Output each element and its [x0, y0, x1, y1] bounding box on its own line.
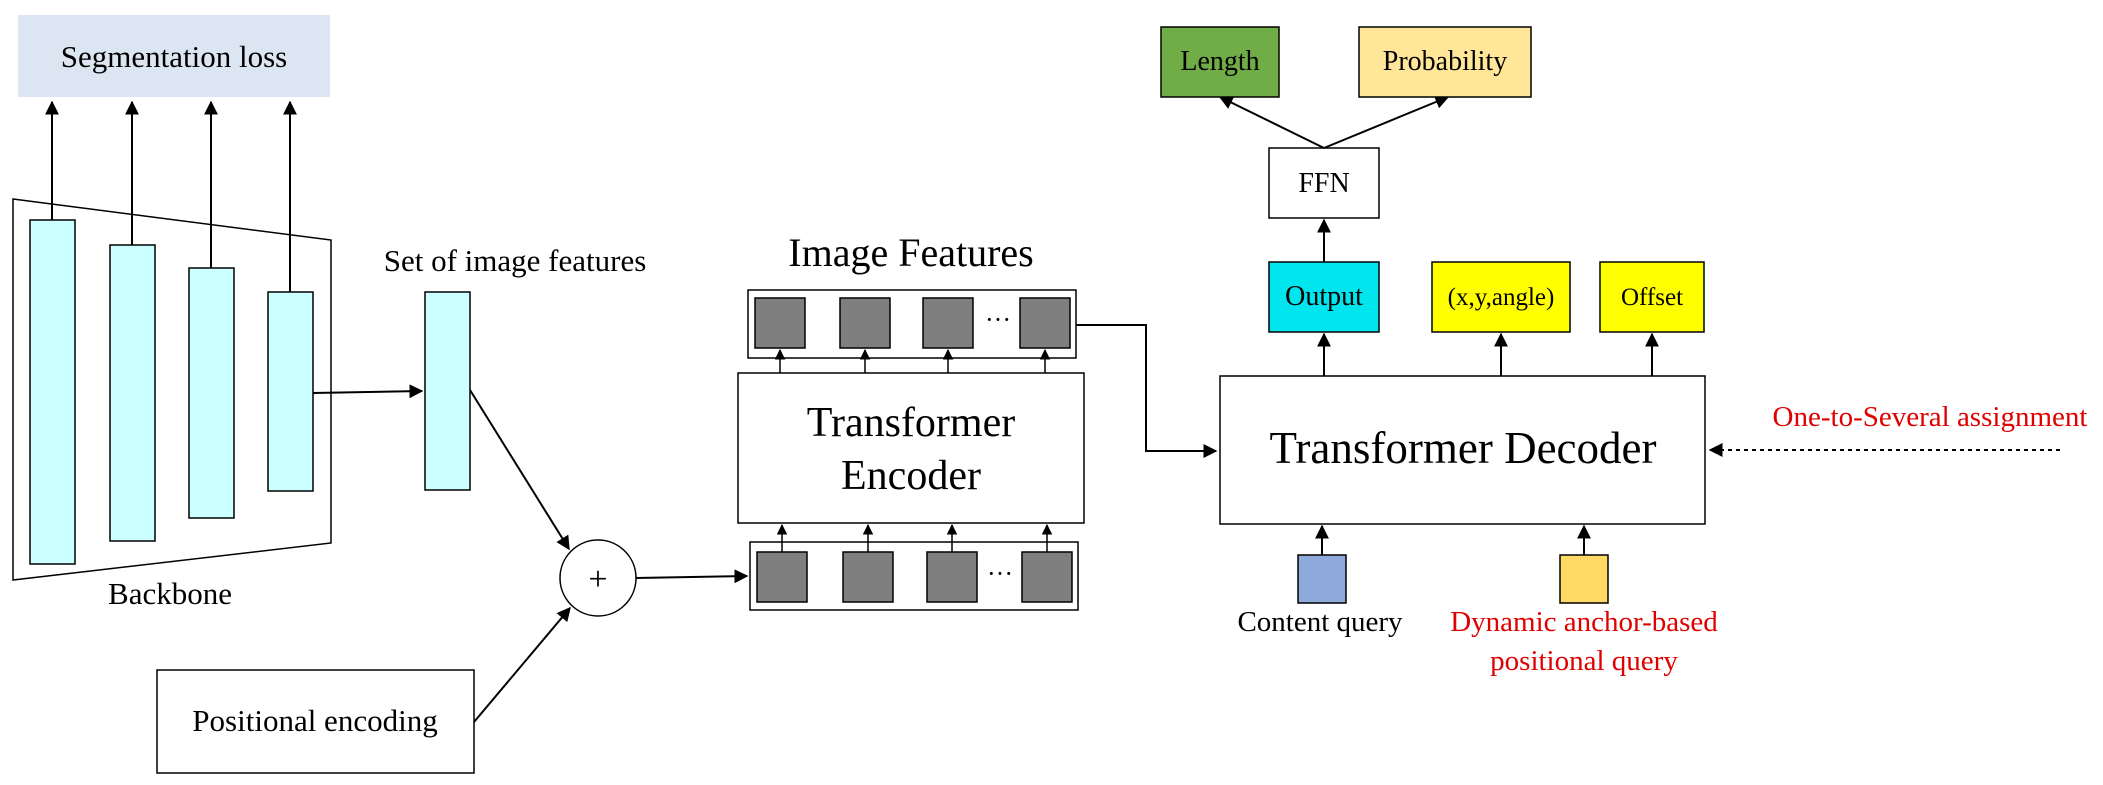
xy-angle-box: [1431, 261, 1571, 333]
positional-encoding-box: [156, 669, 475, 774]
ffn-to-length-arrow: [1218, 96, 1325, 149]
ffn-label: FFN: [1298, 168, 1349, 199]
input-token-2: [842, 551, 894, 603]
backbone-bar-1: [29, 219, 76, 565]
ffn-to-probability-arrow: [1323, 95, 1450, 149]
probability-label: Probability: [1383, 46, 1507, 77]
transformer-decoder-label: Transformer Decoder: [1270, 423, 1657, 473]
offset-box: [1599, 261, 1705, 333]
positional-query-box: [1559, 554, 1609, 604]
output-box: [1268, 261, 1380, 333]
input-token-1: [756, 551, 808, 603]
length-box: [1160, 26, 1280, 98]
positional-query-label-line2: positional query: [1490, 645, 1678, 677]
transformer-decoder-box: [1219, 375, 1706, 525]
backbone-label: Backbone: [108, 576, 232, 611]
add-to-tokens-arrow: [635, 569, 749, 584]
input-token-ellipsis: ···: [987, 559, 1013, 588]
image-feature-token-2: [839, 297, 891, 349]
image-feature-token-4: [1019, 297, 1071, 349]
positional-query-label-line1: Dynamic anchor-based: [1450, 606, 1718, 638]
set-of-image-features-label: Set of image features: [384, 243, 647, 278]
input-token-3: [926, 551, 978, 603]
backbone-to-feature-arrow: [312, 384, 424, 399]
xy-angle-label: (x,y,angle): [1448, 284, 1555, 311]
image-feature-ellipsis: ···: [985, 305, 1011, 334]
image-feature-token-3: [922, 297, 974, 349]
image-features-title: Image Features: [788, 230, 1033, 275]
backbone-trapezoid: [12, 198, 332, 581]
input-token-4: [1021, 551, 1073, 603]
transformer-encoder-label-line2: Encoder: [841, 453, 981, 499]
transformer-encoder-box: [737, 372, 1085, 524]
segmentation-loss-box: [18, 15, 330, 97]
positional-encoding-label: Positional encoding: [192, 703, 437, 738]
ffn-box: [1268, 147, 1380, 219]
add-node-symbol: +: [588, 561, 607, 598]
image-feature-token-1: [754, 297, 806, 349]
output-label: Output: [1285, 281, 1363, 312]
backbone-bar-3: [188, 267, 235, 519]
offset-label: Offset: [1621, 284, 1683, 311]
probability-box: [1358, 26, 1532, 98]
features-to-decoder-arrow: [1076, 324, 1218, 458]
segmentation-loss-label: Segmentation loss: [61, 39, 287, 74]
content-query-label: Content query: [1237, 606, 1403, 638]
image-feature-bar: [424, 291, 471, 491]
backbone-bar-2: [109, 244, 156, 542]
feature-to-add-arrow: [469, 389, 570, 551]
backbone-bar-4: [267, 291, 314, 492]
assignment-label: One-to-Several assignment: [1773, 401, 2088, 433]
posenc-to-add-arrow: [473, 606, 571, 723]
length-label: Length: [1180, 46, 1259, 77]
transformer-encoder-label-line1: Transformer: [807, 400, 1015, 446]
content-query-box: [1297, 554, 1347, 604]
